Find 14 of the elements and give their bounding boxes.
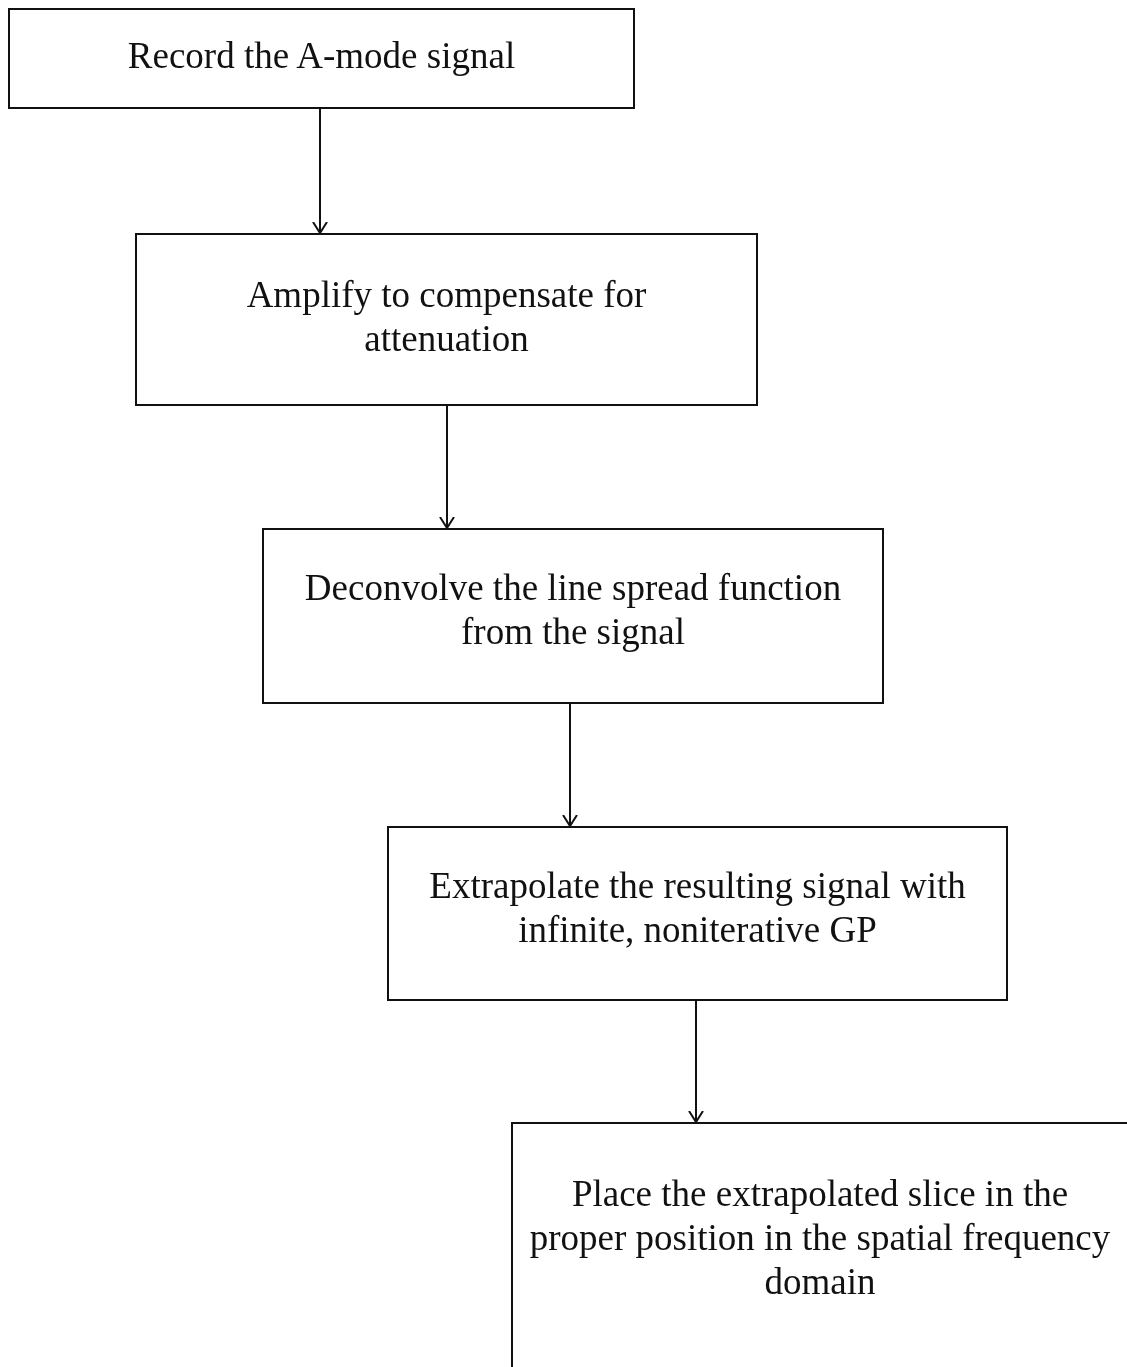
- process-box: [262, 528, 884, 704]
- arrow: [562, 703, 578, 827]
- process-box: [387, 826, 1008, 1001]
- process-box: [8, 8, 635, 109]
- process-box: [511, 1122, 1127, 1367]
- process-box: [135, 233, 758, 406]
- step-text: Amplify to compensate for attenuation: [245, 273, 648, 361]
- arrow: [312, 108, 328, 234]
- step-text: Place the extrapolated slice in the proper position in the spatial frequency domain: [528, 1172, 1112, 1304]
- arrow: [688, 1000, 704, 1123]
- step-text: Record the A-mode signal: [126, 34, 517, 78]
- step-text: Deconvolve the line spread function from the signal: [303, 566, 843, 654]
- step-text: Extrapolate the resulting signal with infinite, noniterative GP: [428, 864, 967, 952]
- arrow: [439, 405, 455, 529]
